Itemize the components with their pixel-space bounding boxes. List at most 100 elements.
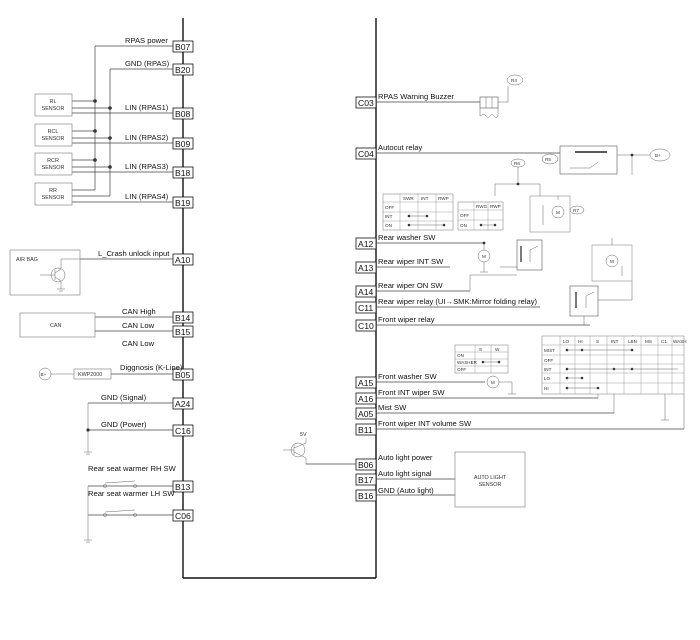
svg-text:MIST: MIST	[544, 348, 555, 353]
front-wiper-motor: M	[591, 238, 633, 282]
svg-text:INT: INT	[611, 339, 619, 344]
svg-text:SENSOR: SENSOR	[42, 195, 65, 201]
diagnosis-connector: B+ KWP2000	[38, 367, 112, 381]
pin-C10: C10 Front wiper relay	[355, 315, 590, 332]
svg-text:SENSOR: SENSOR	[42, 165, 65, 171]
svg-text:HI: HI	[578, 339, 583, 344]
pin-code: A14	[358, 287, 374, 297]
svg-text:B+: B+	[41, 372, 47, 377]
pin-C11: C11 Rear wiper relay (UI→SMK:Mirror fold…	[355, 297, 540, 314]
svg-text:OFF: OFF	[460, 213, 469, 218]
svg-text:MS: MS	[645, 339, 652, 344]
svg-text:SENSOR: SENSOR	[42, 106, 65, 112]
svg-text:WASH: WASH	[673, 339, 687, 344]
svg-text:RR: RR	[49, 188, 57, 194]
svg-text:RWP: RWP	[438, 196, 449, 201]
pin-code: B07	[175, 42, 191, 52]
pin-code: B11	[358, 425, 373, 435]
pin-code: C16	[175, 426, 191, 436]
sensor-rl: RL SENSOR	[34, 93, 73, 117]
pin-code: B13	[175, 482, 191, 492]
svg-text:R4: R4	[511, 78, 517, 83]
pin-label: GND (Auto light)	[378, 486, 434, 495]
pin-code: B09	[175, 139, 191, 149]
pin-C04: C04 Autocut relay	[355, 143, 560, 160]
can-low-label-2: CAN Low	[122, 339, 155, 348]
airbag-label: AIR BAG	[16, 257, 38, 263]
five-volt-label: 5V	[300, 432, 307, 438]
pin-code: A24	[175, 399, 191, 409]
pin-label: LIN (RPAS4)	[125, 192, 169, 201]
five-volt-transistor: 5V	[283, 432, 307, 464]
pin-C06: C06 Rear seat warmer LH SW	[88, 489, 194, 522]
front-washer-switch: S W ON WASHER OFF M	[454, 344, 516, 395]
auto-light-label-2: SENSOR	[479, 482, 502, 488]
buzzer: R4	[479, 74, 524, 119]
pin-label: Rear seat warmer RH SW	[88, 464, 177, 473]
front-wiper-relay	[569, 281, 633, 325]
svg-text:ON: ON	[385, 223, 392, 228]
pin-code: B19	[175, 198, 191, 208]
svg-text:R5: R5	[545, 157, 551, 162]
rear-wiper-motor: M	[529, 195, 571, 233]
pin-label: Auto light signal	[378, 469, 432, 478]
pin-A12: A12 Rear washer SW	[355, 233, 485, 250]
pin-A15: A15 Front washer SW	[355, 372, 485, 389]
pin-label: LIN (RPAS2)	[125, 133, 169, 142]
pin-label: CAN High	[122, 307, 156, 316]
pin-label: Auto light power	[378, 453, 433, 462]
rpas-sensor-group: RL SENSOR RCL SENSOR RCR SENSOR RR SENSO…	[34, 46, 112, 206]
pin-B20: B20 GND (RPAS)	[110, 59, 194, 76]
sensor-rcr: RCR SENSOR	[34, 152, 73, 176]
pin-code: B15	[175, 327, 191, 337]
svg-text:RWP: RWP	[490, 204, 501, 209]
pin-A13: A13 Rear wiper INT SW	[355, 257, 450, 274]
pin-label: Mist SW	[378, 403, 407, 412]
svg-text:B+: B+	[655, 153, 661, 158]
pin-label: Front wiper INT volume SW	[378, 419, 472, 428]
svg-text:INT: INT	[544, 367, 552, 372]
pin-code: B20	[175, 65, 191, 75]
svg-text:ON: ON	[460, 223, 467, 228]
rear-wiper-relay	[469, 239, 543, 291]
pin-B08: B08 LIN (RPAS1)	[72, 103, 194, 120]
pin-B16: B16 GND (Auto light)	[355, 486, 455, 502]
auto-light-sensor: AUTO LIGHT SENSOR	[454, 451, 526, 508]
svg-text:LO: LO	[544, 376, 551, 381]
svg-text:INT: INT	[421, 196, 429, 201]
pin-B06: B06 Auto light power	[306, 453, 433, 471]
svg-text:SWR: SWR	[403, 196, 414, 201]
pin-A16: A16 Front INT wiper SW	[355, 388, 598, 405]
pin-A24: A24 GND (Signal)	[88, 393, 194, 410]
autocut-relay: B+ R5	[541, 145, 671, 175]
pin-label: LIN (RPAS1)	[125, 103, 169, 112]
sensor-rcl: RCL SENSOR	[34, 123, 73, 147]
svg-text:C1: C1	[661, 339, 667, 344]
pin-A05: A05 Mist SW	[355, 403, 614, 420]
pin-label: Diggnosis (K-Line)	[120, 363, 183, 372]
svg-text:W: W	[495, 347, 500, 352]
svg-text:M: M	[556, 210, 560, 215]
pin-code: B08	[175, 109, 191, 119]
pin-code: A05	[358, 409, 374, 419]
pin-label: GND (Signal)	[101, 393, 147, 402]
front-wiper-switch: R8 LO HI S INT LBN MS C1 WASH MIST OFF I…	[541, 335, 687, 429]
pin-label: RPAS power	[125, 36, 168, 45]
svg-text:M: M	[491, 380, 495, 385]
pin-code: A12	[358, 239, 374, 249]
svg-text:M: M	[610, 259, 614, 264]
pin-C16: C16 GND (Power)	[88, 420, 194, 437]
svg-text:OFF: OFF	[457, 367, 466, 372]
svg-text:OFF: OFF	[385, 205, 394, 210]
svg-text:RCR: RCR	[47, 158, 59, 164]
pin-A14: A14 Rear wiper ON SW	[355, 281, 470, 298]
right-pins: C03 RPAS Warning Buzzer C04 Autocut rela…	[306, 92, 684, 502]
rear-switch-table-b: RWG RWP OFF ON	[457, 201, 504, 231]
pin-code: C06	[175, 511, 191, 521]
pin-code: A13	[358, 263, 374, 273]
pin-label: Rear wiper INT SW	[378, 257, 444, 266]
svg-text:HI: HI	[544, 386, 549, 391]
pin-A10: A10 L_Crash unlock input	[80, 249, 194, 266]
svg-text:WASHER: WASHER	[457, 360, 478, 365]
